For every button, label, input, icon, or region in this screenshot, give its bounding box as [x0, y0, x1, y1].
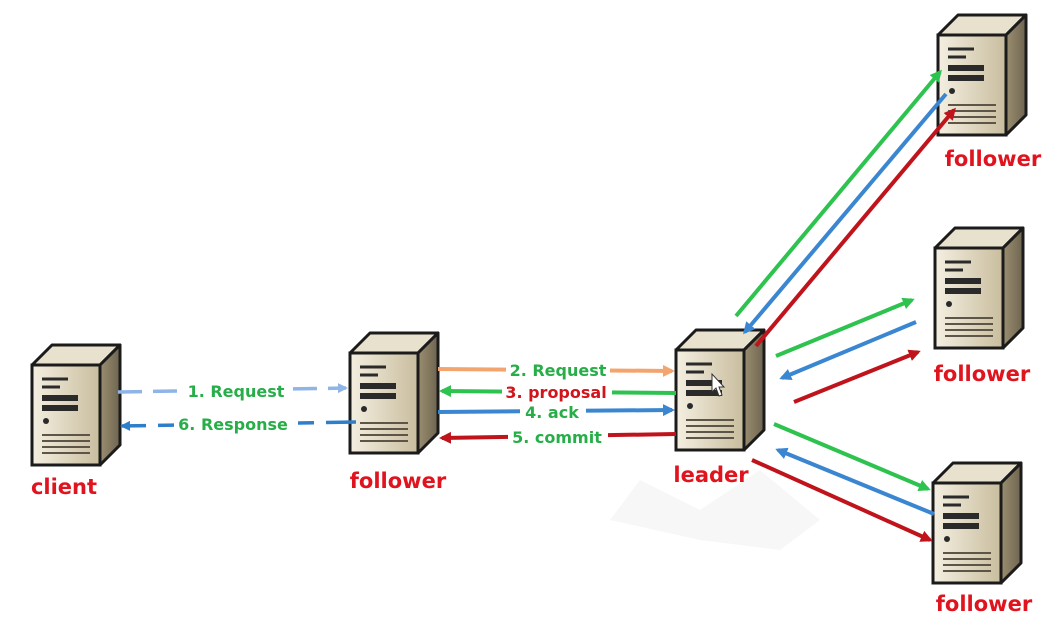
follower-bottom-server-icon: [931, 461, 1023, 585]
edge-label-commit: 5. commit: [512, 428, 602, 447]
edge-commit-middle: [793, 349, 921, 404]
edge-client-response: [120, 420, 357, 431]
edge-label-proposal: 3. proposal: [505, 383, 606, 402]
edge-label-ack: 4. ack: [525, 403, 579, 422]
node-label-follower-middle-right: follower: [934, 362, 1031, 386]
node-label-follower-mid: follower: [350, 469, 447, 493]
edge-proposal-middle: [775, 297, 915, 358]
label-bg-client-request: [182, 380, 290, 402]
background-watermark: [610, 470, 820, 550]
label-bg-commit: [508, 426, 608, 448]
edge-commit-top: [754, 107, 956, 348]
edge-label-client-response: 6. Response: [178, 415, 288, 434]
edge-proposal-top: [734, 69, 942, 318]
edge-ack-bottom: [775, 447, 935, 516]
node-label-follower-bottom: follower: [936, 592, 1033, 616]
label-bg-forward-request: [506, 359, 610, 381]
client-server-icon: [30, 343, 122, 467]
mouse-cursor-icon: [711, 372, 726, 397]
label-bg-proposal: [502, 381, 612, 403]
edge-label-client-request: 1. Request: [188, 382, 285, 401]
node-label-leader: leader: [673, 463, 749, 487]
follower-middle-right-server-icon: [933, 226, 1025, 350]
label-bg-ack: [520, 402, 586, 422]
edge-ack-top: [743, 92, 948, 335]
node-label-follower-top: follower: [945, 147, 1042, 171]
edge-proposal-bottom: [773, 422, 931, 492]
follower-top-server-icon: [936, 13, 1028, 137]
edge-ack-middle: [779, 320, 917, 381]
label-bg-client-response: [174, 413, 298, 435]
node-label-client: client: [31, 475, 97, 499]
edge-commit-bottom: [751, 458, 933, 542]
follower-mid-server-icon: [348, 331, 440, 455]
edge-label-forward-request: 2. Request: [510, 361, 607, 380]
